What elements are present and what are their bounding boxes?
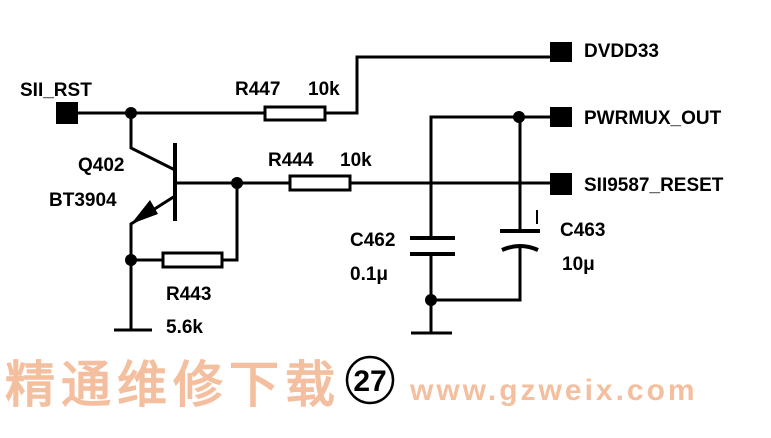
r447-value: 10k	[308, 79, 340, 100]
port-label-pwrmux-out: PWRMUX_OUT	[584, 108, 722, 129]
r447-body	[263, 105, 327, 122]
c463-ref: C463	[560, 220, 605, 241]
figure-number-circle	[345, 355, 395, 405]
port-pads	[56, 42, 572, 195]
resistors	[161, 105, 352, 269]
port-pad-pwrmux-out[interactable]	[550, 107, 572, 127]
c462-ref: C462	[350, 230, 395, 251]
r444-value: 10k	[340, 150, 372, 171]
junction-dot	[125, 254, 137, 266]
wire-c463-bottom	[431, 248, 522, 302]
r444-body	[288, 174, 352, 192]
watermark-cn: 精通维修下载	[5, 357, 341, 413]
emitter-arrow	[131, 200, 158, 224]
r447-ref: R447	[235, 79, 280, 100]
port-label-sii9587-reset: SII9587_RESET	[584, 175, 724, 196]
junction-dot	[513, 111, 525, 123]
r443-value: 5.6k	[166, 317, 203, 338]
port-label-dvdd33: DVDD33	[584, 41, 659, 62]
port-pad-dvdd33[interactable]	[550, 42, 572, 62]
c463-value: 10μ	[562, 254, 595, 275]
watermark-url: www.gzweix.com	[409, 374, 698, 407]
r443-body	[161, 251, 224, 269]
c463-plate-bottom	[501, 244, 539, 252]
wire-base-r443	[222, 183, 239, 262]
junctions	[125, 107, 525, 306]
figure-number: 27	[353, 365, 386, 398]
r443-ref: R443	[166, 284, 211, 305]
junction-dot	[125, 107, 137, 119]
wire-collector	[129, 113, 176, 172]
junction-dot	[425, 294, 437, 306]
port-pad-sii-rst[interactable]	[56, 102, 78, 124]
port-label-sii-rst: SII_RST	[20, 80, 92, 101]
r444-ref: R444	[268, 150, 314, 171]
wires	[67, 55, 556, 335]
q402-value: BT3904	[49, 190, 117, 211]
junction-dot	[231, 177, 243, 189]
wire-r447-dvdd33	[325, 55, 556, 115]
port-pad-sii9587-reset[interactable]	[550, 173, 572, 195]
q402-ref: Q402	[78, 155, 124, 176]
c462-value: 0.1μ	[350, 264, 388, 285]
